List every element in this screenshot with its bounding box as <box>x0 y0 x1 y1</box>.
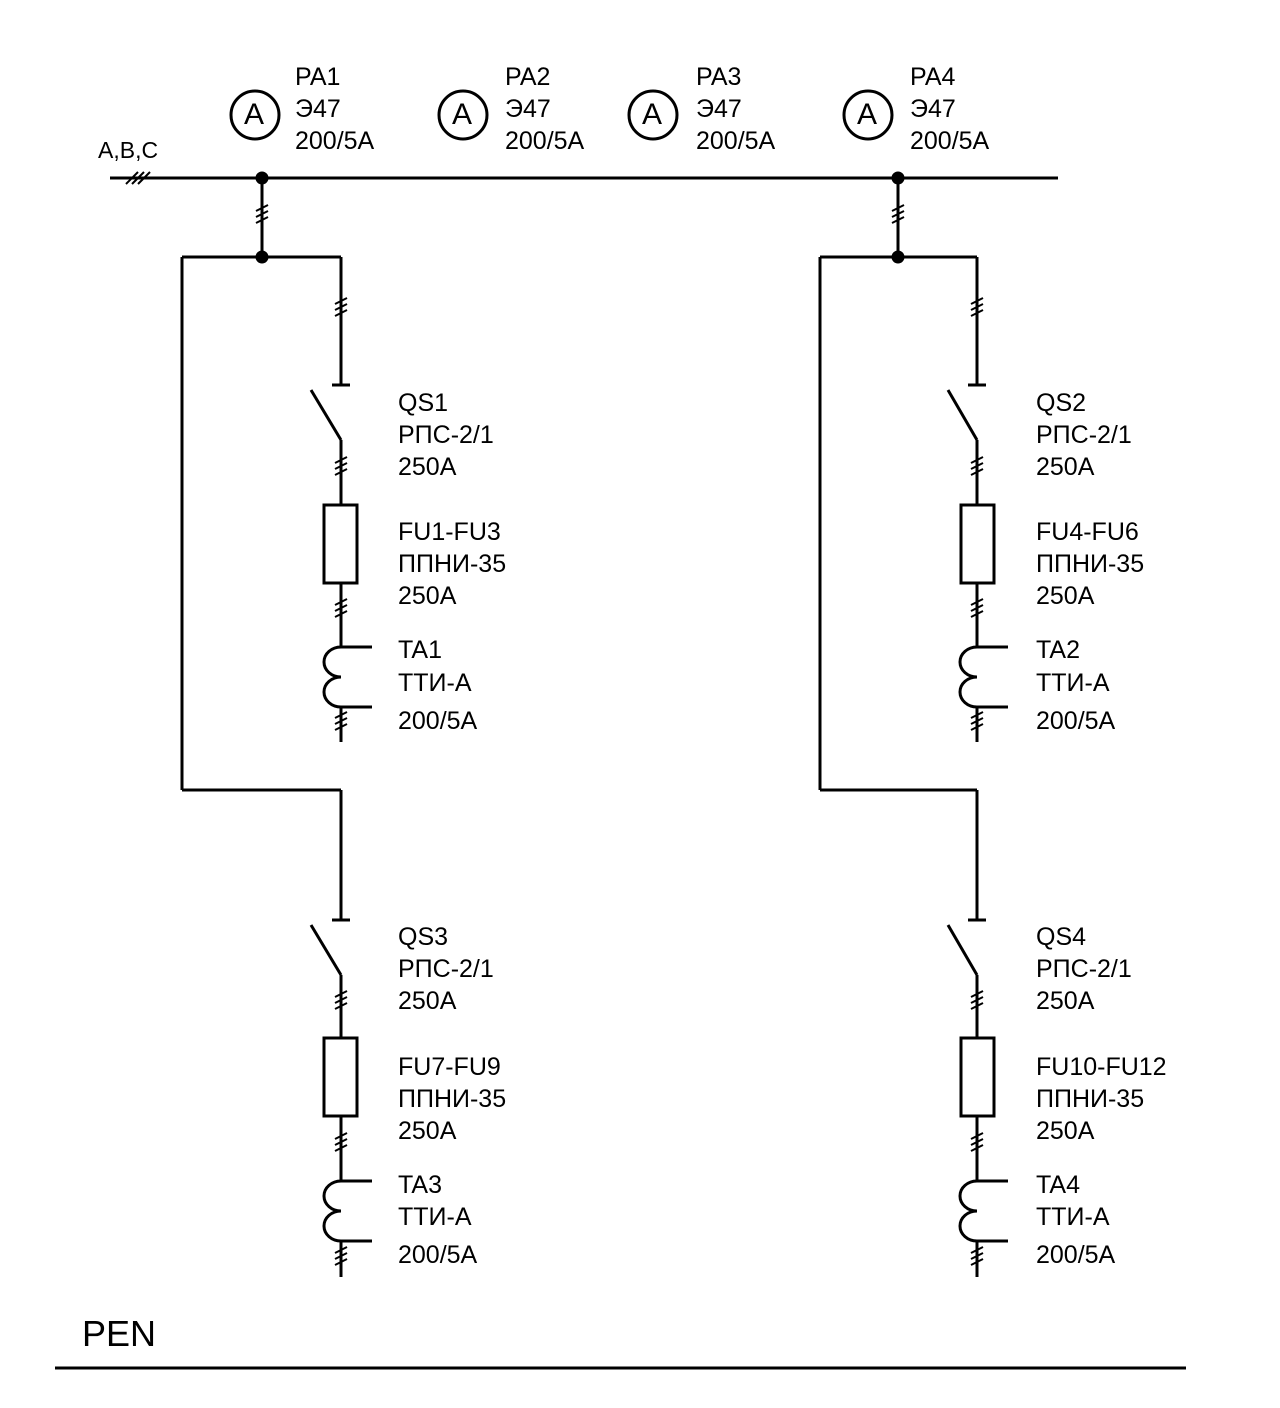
label-line: 200/5A <box>696 127 776 155</box>
label-line: TA1 <box>398 636 442 664</box>
label-line: PA3 <box>696 63 742 91</box>
label-line: PA1 <box>295 63 341 91</box>
label-line: 250A <box>1036 453 1095 481</box>
label-line: 250A <box>1036 582 1095 610</box>
label-line: 200/5A <box>1036 1241 1116 1269</box>
label-line: 200/5A <box>505 127 585 155</box>
busbar-label: A,B,C <box>98 137 159 163</box>
label-line: ТТИ-А <box>398 669 472 697</box>
label-line: ППНИ-35 <box>1036 550 1145 578</box>
phase-tick-marks <box>255 204 984 1266</box>
switch-qs4-blade <box>946 924 979 976</box>
ammeter-symbols <box>229 89 894 141</box>
label-line: PA4 <box>910 63 956 91</box>
label-line: РПС-2/1 <box>1036 421 1132 449</box>
label-line: Э47 <box>696 95 742 123</box>
label-line: ППНИ-35 <box>1036 1085 1145 1113</box>
label-line: Э47 <box>295 95 341 123</box>
ta3-coil <box>322 1179 372 1243</box>
label-line: 200/5A <box>910 127 990 155</box>
label-line: 250A <box>398 987 457 1015</box>
fuse-fu10-fu12-body <box>959 1036 996 1118</box>
busbar-phase-marks <box>125 171 151 185</box>
label-line: TA2 <box>1036 636 1080 664</box>
label-line: ППНИ-35 <box>398 550 507 578</box>
label-line: TA3 <box>398 1171 442 1199</box>
pen-label: PEN <box>82 1313 157 1354</box>
label-line: Э47 <box>505 95 551 123</box>
ammeter-pa3-symbol <box>627 89 679 141</box>
switch-qs2-blade <box>946 389 979 441</box>
label-line: FU10-FU12 <box>1036 1053 1167 1081</box>
ammeter-pa1-glyph: A <box>244 98 265 131</box>
ta2-coil <box>958 645 1008 709</box>
label-line: 200/5A <box>295 127 375 155</box>
label-line: FU4-FU6 <box>1036 518 1139 546</box>
switch-qs1-blade <box>309 389 343 441</box>
right-branch <box>818 171 1008 1277</box>
label-line: 250A <box>398 1117 457 1145</box>
label-line: ППНИ-35 <box>398 1085 507 1113</box>
label-line: ТТИ-А <box>1036 1203 1110 1231</box>
ammeter-pa4-symbol <box>842 89 894 141</box>
label-line: PA2 <box>505 63 551 91</box>
label-line: FU1-FU3 <box>398 518 501 546</box>
label-line: РПС-2/1 <box>398 955 494 983</box>
label-line: Э47 <box>910 95 956 123</box>
label-line: QS2 <box>1036 389 1087 417</box>
ammeter-pa2-glyph: A <box>452 98 473 131</box>
label-line: 250A <box>1036 1117 1095 1145</box>
fuse-fu1-fu3-body <box>322 503 359 585</box>
ammeter-pa3-glyph: A <box>642 98 663 131</box>
label-line: 250A <box>398 453 457 481</box>
label-line: QS4 <box>1036 923 1087 951</box>
ammeter-pa2-symbol <box>437 89 489 141</box>
fuse-fu4-fu6-body <box>959 503 996 585</box>
label-line: 200/5A <box>398 707 478 735</box>
label-line: TA4 <box>1036 1171 1080 1199</box>
label-line: ТТИ-А <box>1036 669 1110 697</box>
label-line: РПС-2/1 <box>398 421 494 449</box>
switch-qs3-blade <box>309 924 343 976</box>
label-line: РПС-2/1 <box>1036 955 1132 983</box>
label-line: QS1 <box>398 389 449 417</box>
fuse-fu7-fu9-body <box>322 1036 359 1118</box>
ta4-coil <box>958 1179 1008 1243</box>
label-line: ТТИ-А <box>398 1203 472 1231</box>
ta1-coil <box>322 645 372 709</box>
label-line: 250A <box>1036 987 1095 1015</box>
ammeter-pa1-symbol <box>229 89 281 141</box>
label-line: 200/5A <box>398 1241 478 1269</box>
label-line: 250A <box>398 582 457 610</box>
ammeter-pa4-glyph: A <box>857 98 878 131</box>
label-line: 200/5A <box>1036 707 1116 735</box>
label-line: FU7-FU9 <box>398 1053 501 1081</box>
label-line: QS3 <box>398 923 449 951</box>
